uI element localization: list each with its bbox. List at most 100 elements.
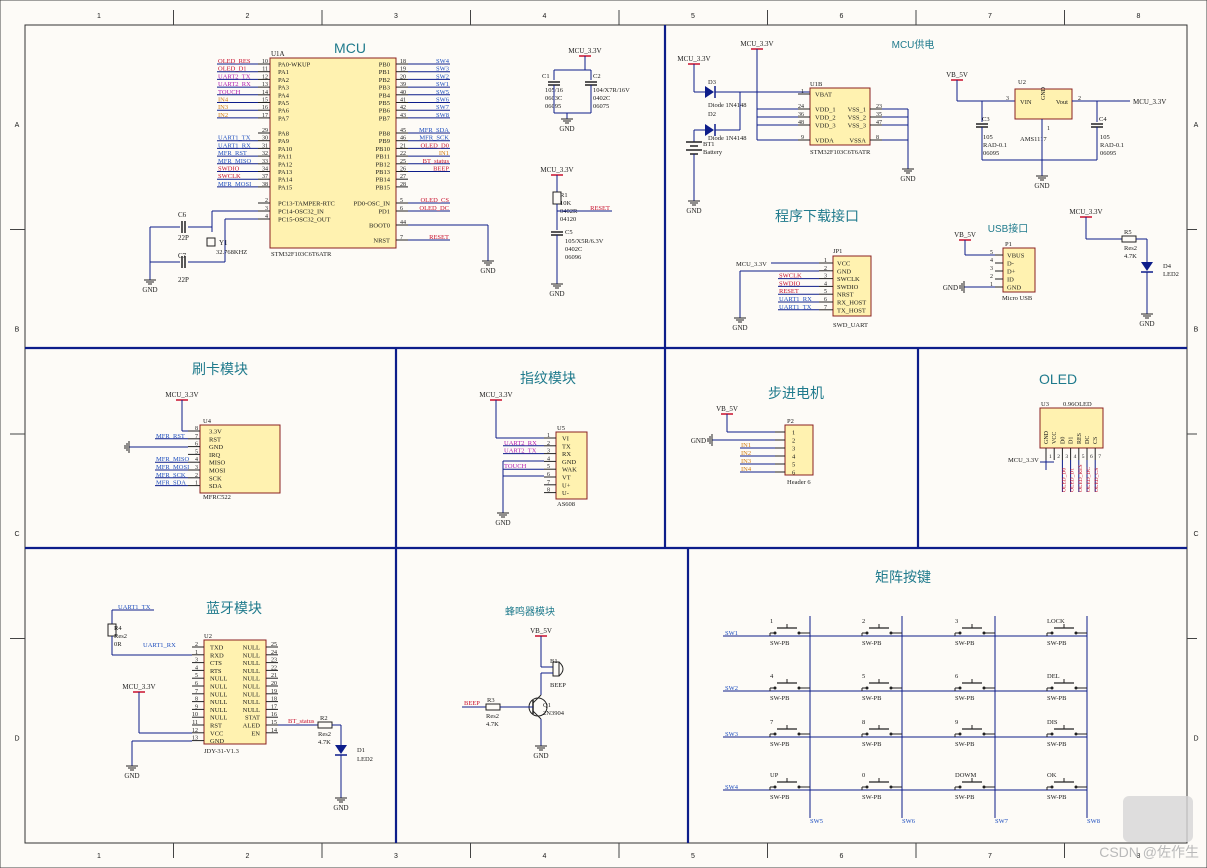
mcu-pin-num: 32 xyxy=(262,151,268,157)
finger-pin-num: 5 xyxy=(547,464,550,470)
bt-pin-name: CTS xyxy=(210,660,222,667)
key-label: DOWM xyxy=(955,772,977,779)
key-contact xyxy=(958,686,962,690)
usb-pin-num: 4 xyxy=(990,258,993,264)
key-contact xyxy=(865,732,869,736)
mcu-pin-name: PB4 xyxy=(379,92,391,99)
d1-ref: D1 xyxy=(357,747,365,754)
mcu-pin-num: 29 xyxy=(262,128,268,134)
key-contact xyxy=(1074,732,1078,736)
key-label: 5 xyxy=(862,673,865,680)
mcu-pin-name: PB2 xyxy=(379,77,390,84)
u1b-pin-name: VSS_2 xyxy=(848,115,866,122)
oled-pin-name: D1 xyxy=(1069,437,1075,444)
d4-ref: D4 xyxy=(1163,263,1172,270)
mcu-pin-name: PC15-OSC32_OUT xyxy=(278,217,330,224)
mcu-net-label: MFR_SCK xyxy=(419,135,449,142)
rfid-net-label: MFR_MOSI xyxy=(156,464,189,471)
mcu-pin-num: 34 xyxy=(262,167,268,173)
key-contact xyxy=(1074,631,1078,635)
frame-col-label: 7 xyxy=(988,13,992,20)
key-part: SW-PB xyxy=(770,794,790,801)
reset-label: RESET xyxy=(590,205,610,212)
r3-val2: 4.7K xyxy=(486,721,499,728)
d3-diode xyxy=(705,86,714,98)
mcu-pin-name: BOOT0 xyxy=(369,223,390,230)
mcu-pin-num: 25 xyxy=(400,159,406,165)
swd-pin-name: TX_HOST xyxy=(837,307,866,314)
q1-val: 2N3904 xyxy=(543,710,565,717)
key-contact xyxy=(982,631,986,635)
mcu-pin-name: PD1 xyxy=(378,209,390,216)
rfid-pin-num: 2 xyxy=(195,473,198,479)
key-contact xyxy=(1050,732,1054,736)
mcu-net-label: SW8 xyxy=(436,112,449,119)
finger-ref: U5 xyxy=(557,425,565,432)
mcu-pin-num: 31 xyxy=(262,143,268,149)
mcu-pin-num: 42 xyxy=(400,105,406,111)
oled-pin-num: 4 xyxy=(1074,454,1077,460)
frame-col-label: 8 xyxy=(1137,13,1141,20)
key-contact xyxy=(797,785,801,789)
reset-net: MCU_3.3V xyxy=(540,166,573,174)
mcu-pin-name: PA8 xyxy=(278,131,289,138)
key-col-net: SW8 xyxy=(1087,818,1100,825)
bt-pin-num: 8 xyxy=(195,697,198,703)
stepper-net-label: IN2 xyxy=(741,450,751,457)
bt-pin-num: 15 xyxy=(271,720,277,726)
usb-pin-name: GND xyxy=(1007,285,1021,292)
oled-pin-num: 1 xyxy=(1049,454,1052,460)
mcu-net-label: BT_status xyxy=(423,158,450,165)
finger-net: MCU_3.3V xyxy=(479,391,512,399)
mcu-pin-name: PA2 xyxy=(278,77,289,84)
rfid-pin-num: 5 xyxy=(195,449,198,455)
finger-gnd: GND xyxy=(495,519,510,527)
frame-row-label: C xyxy=(1193,531,1198,538)
c2-l2: 0402C xyxy=(593,95,610,102)
section-title-power: MCU供电 xyxy=(892,38,935,51)
u1b-pin-name: VSSA xyxy=(849,138,866,145)
mcu-net-label: TOUCH xyxy=(218,89,241,96)
key-part: SW-PB xyxy=(1047,640,1067,647)
swd-gnd: GND xyxy=(732,324,747,332)
r5-val2: 4.7K xyxy=(1124,253,1137,260)
u1b-pin-num: 1 xyxy=(801,89,804,95)
frame-row-label: A xyxy=(1194,122,1199,129)
frame-row-label: D xyxy=(1193,736,1198,743)
rfid-body xyxy=(199,424,281,494)
bt1-val: Battery xyxy=(703,149,723,156)
decoup-net: MCU_3.3V xyxy=(568,47,601,55)
mcu-net-label: UART2_RX xyxy=(218,81,251,88)
mcu-net-label: RESET xyxy=(429,234,449,241)
oled-pin-name: VCC xyxy=(1052,432,1058,444)
bt-pin-num: 14 xyxy=(271,728,277,734)
mcu-net-label: IN4 xyxy=(218,97,229,104)
ldo-vin: VIN xyxy=(1020,99,1032,106)
key-contact xyxy=(958,785,962,789)
power-gnd-vss: GND xyxy=(900,175,915,183)
swd-pin-num: 3 xyxy=(824,274,827,280)
mcu-net-label: IN1 xyxy=(439,150,449,157)
frame-col-label: 2 xyxy=(246,13,250,20)
bt-pin-num: 10 xyxy=(192,712,198,718)
mcu-pin-name: PB8 xyxy=(379,131,390,138)
mcu-pin-num: 20 xyxy=(400,74,406,80)
mcu-net-label: SW2 xyxy=(436,73,449,80)
rfid-pin-name: IRQ xyxy=(209,452,221,459)
y1-ref: Y1 xyxy=(219,239,228,247)
swd-pin-num: 7 xyxy=(824,305,827,311)
mcu-pin-name: PA6 xyxy=(278,108,290,115)
mcu-pin-num: 46 xyxy=(400,136,406,142)
key-contact xyxy=(797,631,801,635)
ldo-part: AMS1117 xyxy=(1020,136,1047,143)
ldo-ref: U2 xyxy=(1018,79,1026,86)
ldo-p1: 1 xyxy=(1047,126,1050,132)
finger-net-label: UART2_TX xyxy=(504,448,537,455)
oled-part: 0.96OLED xyxy=(1063,401,1092,408)
mcu-pin-num: 33 xyxy=(262,159,268,165)
mcu-pin-num: 4 xyxy=(265,214,268,220)
usb-part: Micro USB xyxy=(1002,295,1033,302)
mcu-pin-name: PB15 xyxy=(376,184,390,191)
bt-pin-name: ALED xyxy=(243,723,261,730)
